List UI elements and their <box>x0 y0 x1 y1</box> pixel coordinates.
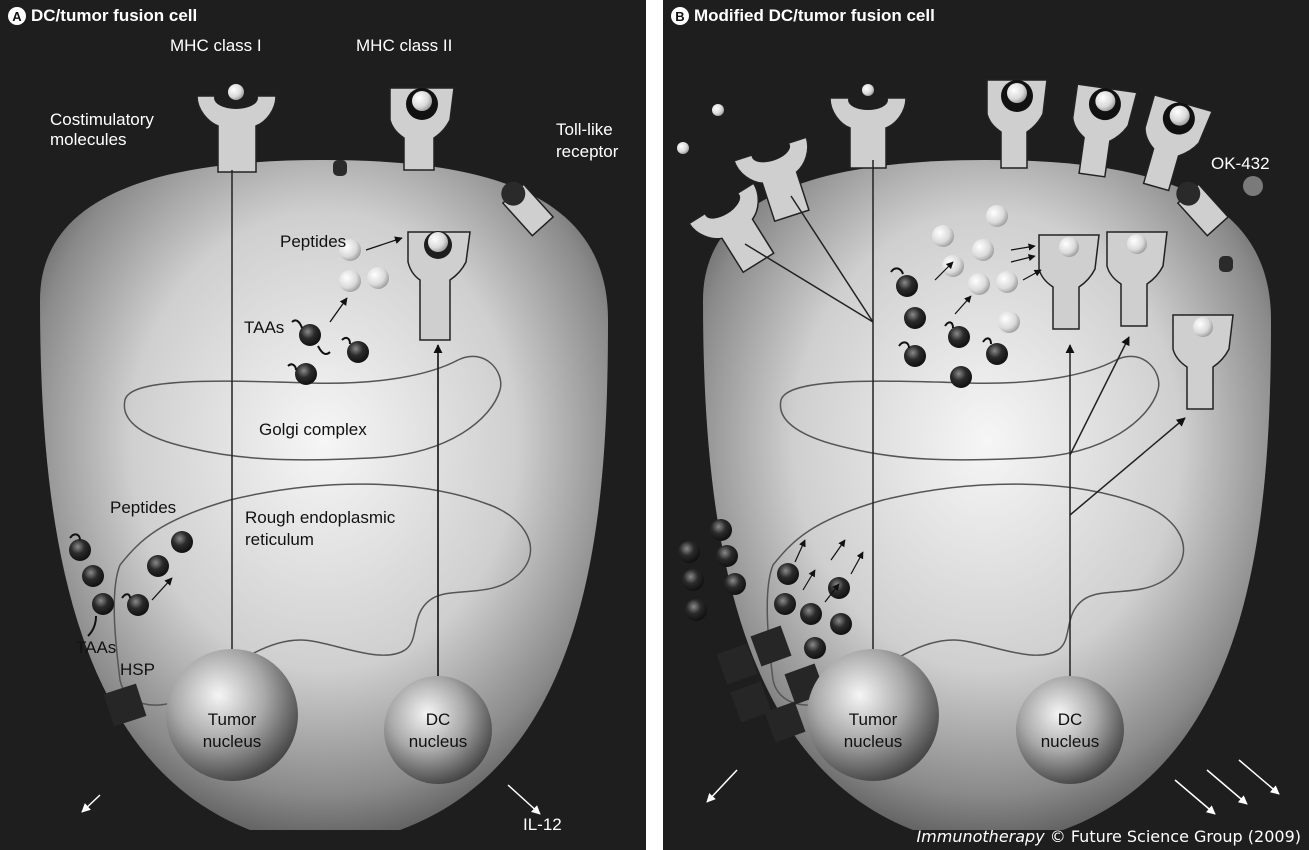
label-dc-nucleus-2: nucleus <box>396 732 480 752</box>
label-taas-bottom: TAAs <box>76 638 116 658</box>
mhc-class-ii-receptor-1 <box>987 80 1047 168</box>
secretion-arrow-3 <box>1239 760 1279 794</box>
dc-nucleus <box>1016 676 1124 784</box>
label-ok432: OK-432 <box>1211 154 1270 174</box>
panel-b-title: Modified DC/tumor fusion cell <box>694 6 935 26</box>
credit-rest: © Future Science Group (2009) <box>1045 827 1301 846</box>
label-taas-top: TAAs <box>244 318 284 338</box>
panel-a: A DC/tumor fusion cell MHC class I MHC c… <box>0 0 646 850</box>
label-dc-nucleus-1: DC <box>1028 710 1112 730</box>
label-dc-nucleus-2: nucleus <box>1028 732 1112 752</box>
label-hsp: HSP <box>120 660 155 680</box>
label-tumor-nucleus-2: nucleus <box>190 732 274 752</box>
cell-body <box>40 160 608 830</box>
mhc-class-ii-receptor <box>390 88 454 170</box>
dc-nucleus <box>384 676 492 784</box>
mhc-class-i-receptor <box>197 84 276 172</box>
panel-b: B Modified DC/tumor fusion cell OK-432 T… <box>663 0 1309 850</box>
label-il12: IL-12 <box>523 815 562 835</box>
panel-a-badge: A <box>8 7 26 25</box>
panel-a-title: DC/tumor fusion cell <box>31 6 197 26</box>
label-dc-nucleus-1: DC <box>396 710 480 730</box>
panel-b-header: B Modified DC/tumor fusion cell <box>671 6 935 26</box>
label-mhc-class-ii: MHC class II <box>356 36 452 56</box>
secretion-arrow-2 <box>1207 770 1247 804</box>
label-peptides-bottom: Peptides <box>110 498 176 518</box>
panel-a-header: A DC/tumor fusion cell <box>8 6 197 26</box>
free-peptide-2 <box>712 104 724 116</box>
secretion-arrow-left <box>707 770 737 802</box>
secretion-arrow-left <box>82 795 100 812</box>
label-costimulatory-2: molecules <box>50 130 127 150</box>
free-peptide-1 <box>677 142 689 154</box>
label-golgi-complex: Golgi complex <box>259 420 367 440</box>
mhc-class-i-receptor-3 <box>830 84 906 168</box>
ok432-particle <box>1243 176 1263 196</box>
label-peptides-top: Peptides <box>280 232 346 252</box>
panel-b-badge: B <box>671 7 689 25</box>
costimulatory-molecule <box>333 160 347 176</box>
label-toll-like-1: Toll-like <box>556 120 613 140</box>
secretion-arrow-1 <box>1175 780 1215 814</box>
label-toll-like-2: receptor <box>556 142 618 162</box>
label-mhc-class-i: MHC class I <box>170 36 262 56</box>
label-tumor-nucleus-1: Tumor <box>831 710 915 730</box>
label-tumor-nucleus-2: nucleus <box>831 732 915 752</box>
label-tumor-nucleus-1: Tumor <box>190 710 274 730</box>
label-rer-2: reticulum <box>245 530 314 550</box>
credit-journal: Immunotherapy <box>916 827 1044 846</box>
label-costimulatory-1: Costimulatory <box>50 110 154 130</box>
label-rer-1: Rough endoplasmic <box>245 508 395 528</box>
copyright-credit: Immunotherapy © Future Science Group (20… <box>916 827 1301 846</box>
costimulatory-molecule <box>1219 256 1233 272</box>
il12-arrow <box>508 785 540 814</box>
panel-b-diagram <box>663 0 1309 850</box>
